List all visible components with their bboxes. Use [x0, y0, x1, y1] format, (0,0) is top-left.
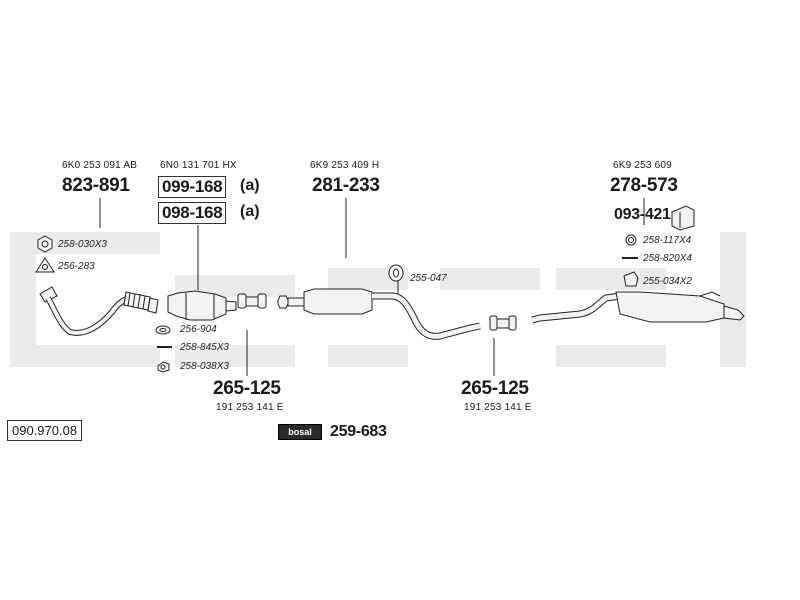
oe-number-rear-silencer: 6K9 253 609 — [613, 160, 672, 171]
middle-silencer-drawing — [277, 288, 481, 340]
part-number-catalyst-2[interactable]: 098-168 — [158, 202, 227, 224]
watermark-block — [556, 268, 666, 290]
watermark-block — [328, 345, 408, 367]
label-nut[interactable]: 258-030X3 — [58, 239, 107, 250]
label-bolt-cat[interactable]: 258-845X3 — [180, 342, 229, 353]
catalyst-suffix-2: (a) — [240, 203, 260, 220]
front-pipe — [39, 286, 159, 336]
label-hanger-rear[interactable]: 255-034X2 — [643, 276, 692, 287]
oe-number-middle-silencer: 6K9 253 409 H — [310, 160, 380, 171]
part-number-mounting-kit[interactable]: 259-683 — [330, 423, 387, 440]
part-number-rear-silencer[interactable]: 278-573 — [610, 175, 678, 196]
oe-number-catalyst: 6N0 131 701 HX — [160, 160, 237, 171]
part-number-rear-bracket[interactable]: 093-421 — [614, 206, 671, 223]
bosal-logo: bosal — [278, 424, 322, 440]
watermark-block — [720, 232, 746, 367]
part-number-clamp-right[interactable]: 265-125 — [461, 378, 529, 399]
clamp-right-drawing — [489, 315, 517, 331]
catalyst-suffix-1: (a) — [240, 177, 260, 194]
label-gasket-front[interactable]: 256-283 — [58, 261, 95, 272]
watermark-block — [175, 345, 295, 367]
part-number-clamp-left[interactable]: 265-125 — [213, 378, 281, 399]
rear-silencer-drawing — [531, 291, 745, 324]
oe-number-clamp-left: 191 253 141 E — [216, 402, 284, 413]
label-hanger-mid[interactable]: 255-047 — [410, 273, 447, 284]
watermark-block — [10, 345, 160, 367]
clamp-left-drawing — [237, 293, 267, 309]
label-gasket-cat[interactable]: 256-904 — [180, 324, 217, 335]
catalog-number: 090.970.08 — [7, 420, 83, 441]
label-nut-cat[interactable]: 258-038X3 — [180, 361, 229, 372]
watermark-block — [556, 345, 666, 367]
part-number-middle-silencer[interactable]: 281-233 — [312, 175, 380, 196]
part-number-catalyst-1[interactable]: 099-168 — [158, 176, 227, 198]
oe-number-clamp-right: 191 253 141 E — [464, 402, 532, 413]
label-ring[interactable]: 258-117X4 — [643, 235, 692, 246]
hanger-rear-icon — [623, 271, 639, 287]
watermark-block — [175, 275, 295, 297]
catalytic-converter — [167, 290, 237, 321]
watermark-block — [328, 268, 408, 290]
label-bolt-rear[interactable]: 258-820X4 — [643, 253, 692, 264]
watermark-block — [440, 268, 540, 290]
watermark-block — [10, 232, 36, 367]
rear-bracket-icon — [671, 205, 695, 231]
oe-number-front-pipe: 6K0 253 091 AB — [62, 160, 138, 171]
part-number-front-pipe[interactable]: 823-891 — [62, 175, 130, 196]
